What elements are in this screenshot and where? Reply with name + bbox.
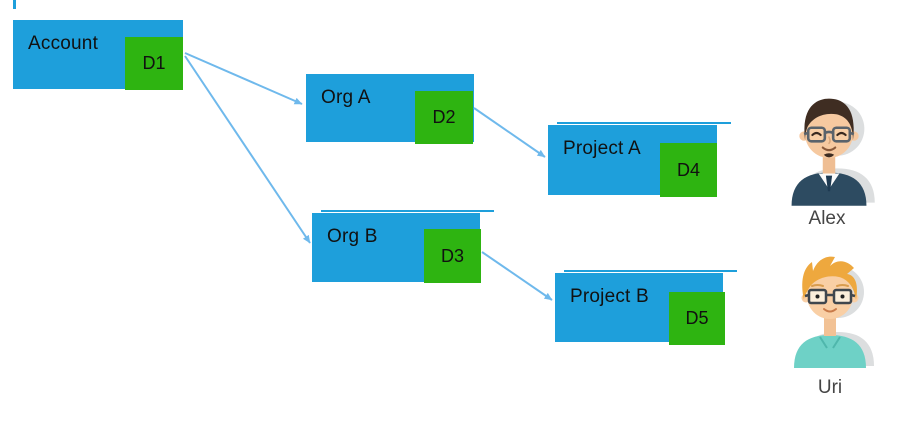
avatar-alex-name: Alex: [808, 208, 846, 229]
node-account-label: Account: [28, 33, 99, 54]
avatar-uri-name: Uri: [817, 377, 843, 398]
badge-d1: D1: [125, 37, 183, 90]
badge-d3: D3: [424, 229, 481, 283]
badge-d5: D5: [669, 292, 725, 345]
node-org-a-label: Org A: [321, 87, 371, 108]
node-org-b-label: Org B: [327, 226, 378, 247]
node-project-b: Project B D5: [555, 270, 737, 345]
node-project-a: Project A D4: [548, 122, 731, 197]
arrow-org-b-to-project-b: [481, 251, 553, 301]
avatar-alex: [791, 98, 875, 206]
node-account: Account D1: [13, 20, 183, 90]
node-project-b-label: Project B: [570, 286, 649, 307]
badge-d2: D2: [415, 91, 473, 144]
node-org-a: Org A D2: [306, 74, 474, 144]
node-org-b: Org B D3: [312, 210, 494, 283]
avatar-uri: [794, 256, 874, 368]
arrow-account-to-org-b: [184, 55, 311, 244]
badge-d4: D4: [660, 143, 717, 197]
arrow-org-a-to-project-a: [473, 107, 546, 158]
node-project-a-label: Project A: [563, 138, 641, 159]
arrow-account-to-org-a: [184, 52, 303, 105]
